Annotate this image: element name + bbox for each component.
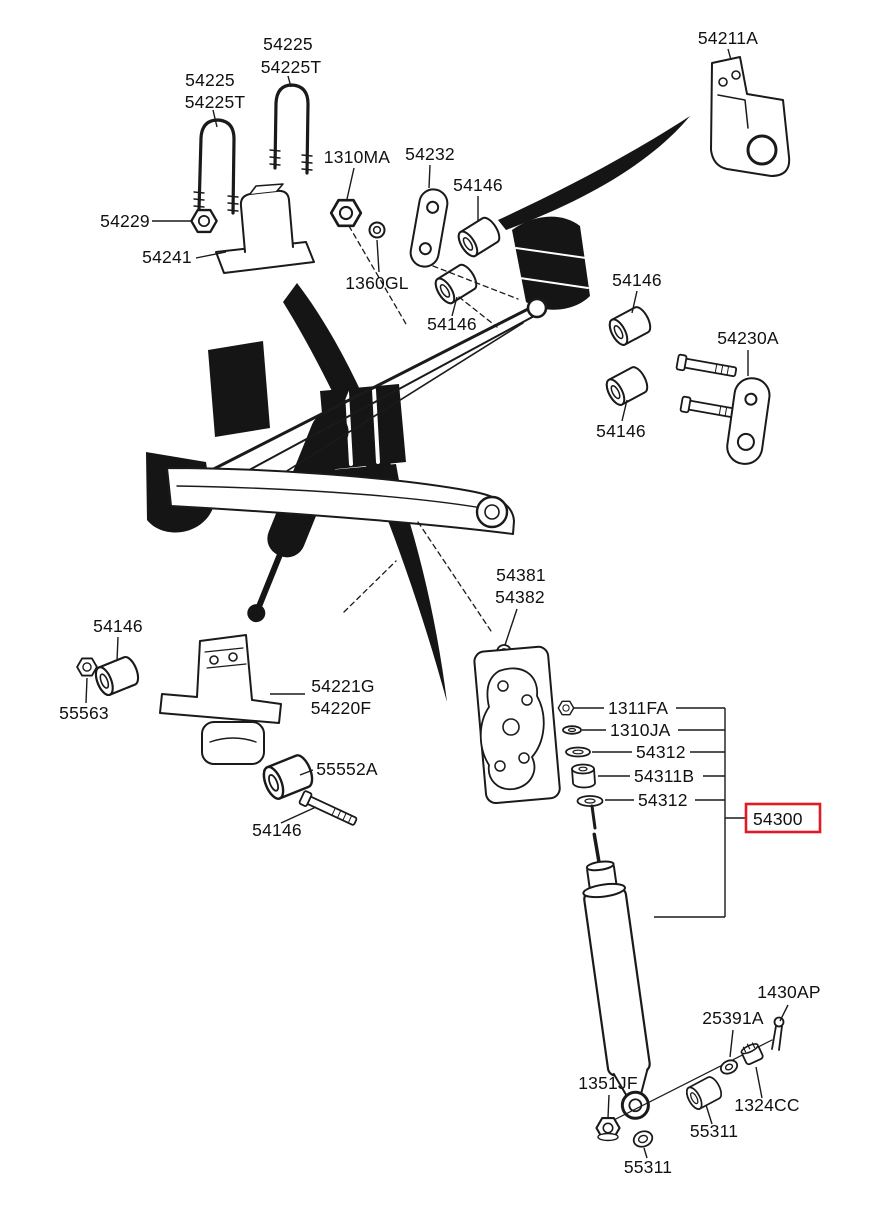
spring-clamp-black-art [512, 216, 590, 310]
mount-stack-art [557, 700, 604, 830]
part-label-54146-e[interactable]: 54146 [93, 616, 143, 636]
part-label-54225-left[interactable]: 54225 [185, 70, 235, 90]
part-label-1430ap[interactable]: 1430AP [757, 982, 820, 1002]
shackle-54230a-art [675, 353, 771, 465]
part-label-54220f[interactable]: 54220F [311, 698, 372, 718]
part-label-55563[interactable]: 55563 [59, 703, 109, 723]
dashed-guides [343, 225, 519, 635]
part-label-54211a[interactable]: 54211A [698, 28, 758, 48]
black-swoosh-center [283, 283, 447, 702]
part-label-54146-a[interactable]: 54146 [453, 175, 503, 195]
shock-absorber-54300-art [582, 832, 651, 1120]
part-label-54300-highlighted[interactable]: 54300 [753, 809, 803, 829]
highlight-box-54300 [744, 802, 822, 834]
part-label-54146-d[interactable]: 54146 [596, 421, 646, 441]
bolt-54146-f-art [298, 790, 358, 826]
nut-54229-art [190, 208, 218, 234]
part-label-54146-c[interactable]: 54146 [612, 270, 662, 290]
bracket-54221g-art [159, 634, 282, 765]
bump-stopper-54241-art [215, 183, 315, 274]
part-label-55311-b[interactable]: 55311 [624, 1157, 672, 1177]
part-label-55552a[interactable]: 55552A [316, 759, 378, 779]
part-label-54312-upper[interactable]: 54312 [636, 742, 686, 762]
nut-1310ma-art [329, 198, 363, 228]
part-label-54229[interactable]: 54229 [100, 211, 150, 231]
part-label-1310ja[interactable]: 1310JA [610, 720, 671, 740]
part-label-55311-a[interactable]: 55311 [690, 1121, 738, 1141]
cotter-pin-1430ap-art [771, 1016, 785, 1051]
plate-54381-art [473, 644, 561, 805]
part-label-1311fa[interactable]: 1311FA [608, 698, 668, 718]
part-label-54241[interactable]: 54241 [142, 247, 192, 267]
part-label-54381[interactable]: 54381 [496, 565, 546, 585]
part-label-54221g[interactable]: 54221G [311, 676, 374, 696]
leader-lines [85, 48, 789, 1159]
black-plate-art [208, 341, 270, 437]
lower-hardware-art [595, 1016, 785, 1148]
u-bolt-left-art [193, 118, 239, 215]
part-label-54225-right[interactable]: 54225 [263, 34, 313, 54]
frame-rail-art [166, 467, 515, 535]
part-label-54146-b[interactable]: 54146 [427, 314, 477, 334]
bracket-54211a-art [710, 56, 791, 177]
part-labels: 54225 54225T 54225 54225T 54229 54241 13… [59, 28, 820, 1177]
part-label-1310ma[interactable]: 1310MA [324, 147, 391, 167]
part-label-54232[interactable]: 54232 [405, 144, 455, 164]
part-label-1351jf[interactable]: 1351JF [578, 1073, 638, 1093]
part-label-25391a[interactable]: 25391A [702, 1008, 764, 1028]
bushing-54146-a-art [454, 213, 504, 261]
shackle-plate-54232-art [409, 188, 449, 268]
bushing-55311-a-art [682, 1073, 726, 1113]
black-swoosh-top-right [498, 116, 690, 230]
part-label-54230a[interactable]: 54230A [717, 328, 779, 348]
leaf-spring-art [194, 297, 548, 497]
bushing-54146-e-art [91, 653, 143, 699]
part-label-54146-f[interactable]: 54146 [252, 820, 302, 840]
part-label-1360gl[interactable]: 1360GL [345, 273, 409, 293]
part-label-54225t-left[interactable]: 54225T [185, 92, 246, 112]
diagram-art [76, 56, 791, 1148]
nut-55563-art [76, 657, 98, 677]
part-label-54311b[interactable]: 54311B [634, 766, 694, 786]
part-label-54312-lower[interactable]: 54312 [638, 790, 688, 810]
u-bolt-right-art [269, 83, 313, 175]
part-label-54225t-right[interactable]: 54225T [261, 57, 322, 77]
part-label-54382[interactable]: 54382 [495, 587, 545, 607]
part-label-1324cc[interactable]: 1324CC [734, 1095, 799, 1115]
washer-1360gl-art [368, 221, 386, 239]
bushing-54146-c-art [605, 303, 655, 349]
